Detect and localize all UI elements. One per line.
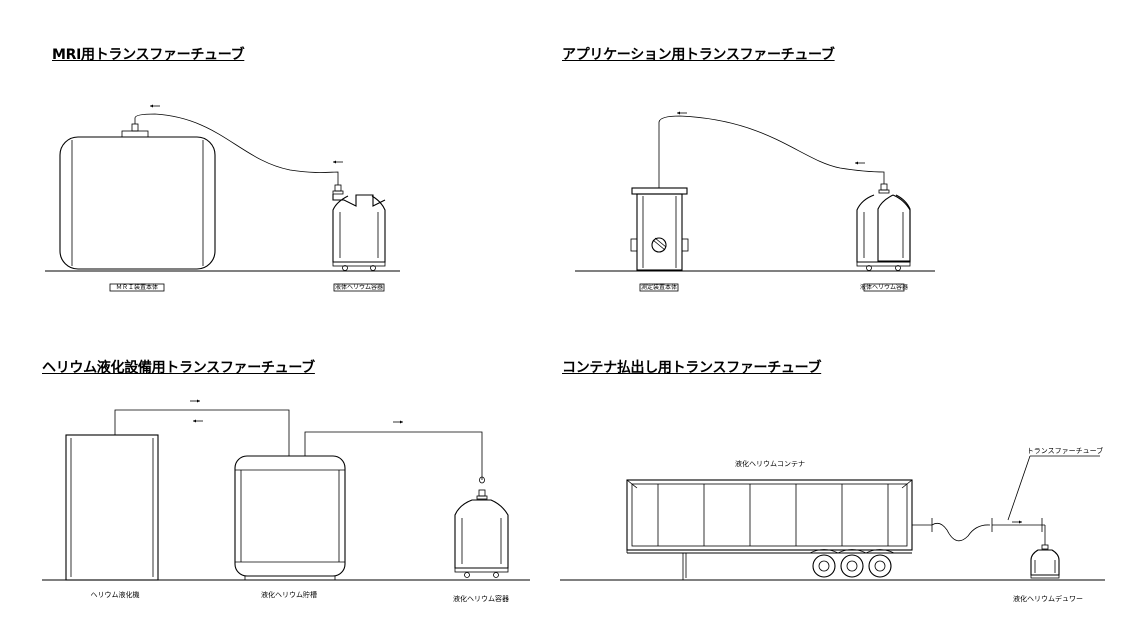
measurement-device — [630, 187, 689, 271]
title-container-transfer-tube: コンテナ払出し用トランスファーチューブ — [562, 360, 822, 376]
liquid-helium-dewar — [1030, 544, 1060, 579]
transfer-tube — [912, 518, 1046, 545]
liquid-helium-storage-tank — [234, 455, 346, 580]
label-storage-tank: 液化ヘリウム貯槽 — [261, 590, 317, 599]
helium-liquefier — [65, 434, 159, 581]
label-helium-liquefier: ヘリウム液化機 — [91, 590, 140, 599]
transfer-tube — [134, 113, 339, 185]
flow-arrow — [333, 160, 343, 164]
leader-line — [1007, 455, 1031, 521]
title-application-transfer-tube: アプリケーション用トランスファーチューブ — [562, 47, 835, 63]
panel-mri: ＭＲＩ装置本体 液体ヘリウム容器 — [45, 104, 400, 292]
flow-arrow — [1012, 520, 1022, 524]
liquid-helium-container — [454, 476, 509, 578]
label-helium-container: 液化ヘリウムコンテナ — [735, 459, 805, 468]
mri-top-port — [121, 130, 149, 138]
transfer-tube — [114, 409, 290, 456]
flow-arrow — [677, 111, 687, 115]
flow-arrow — [193, 419, 203, 423]
label-helium-dewar: 液体ヘリウム容器 — [860, 283, 908, 291]
helium-dewar — [332, 184, 386, 271]
label-transfer-tube: トランスファーチューブ — [1027, 446, 1103, 455]
transfer-tube — [304, 431, 483, 480]
label-box — [333, 283, 385, 292]
label-helium-dewar: 液化ヘリウムデュワー — [1013, 594, 1083, 603]
label-mri-device: ＭＲＩ装置本体 — [116, 283, 158, 291]
title-liquefier-transfer-tube: ヘリウム液化設備用トランスファーチューブ — [42, 360, 315, 376]
label-box — [109, 283, 165, 292]
label-box — [863, 283, 905, 292]
mri-port-neck — [131, 123, 139, 132]
flow-arrow — [393, 420, 403, 424]
mri-body — [59, 136, 216, 270]
panel-application: 測定装置本体 液体ヘリウム容器 — [575, 111, 935, 292]
label-box — [639, 283, 679, 292]
transfer-tube — [658, 115, 885, 188]
flow-arrow — [855, 161, 865, 165]
label-helium-dewar: 液体ヘリウム容器 — [335, 283, 383, 291]
label-helium-container: 液化ヘリウム容器 — [453, 594, 509, 603]
flow-arrow — [150, 104, 160, 108]
panel-container: 液化ヘリウムコンテナ トランスファーチューブ 液化ヘリウムデュワー — [560, 446, 1105, 603]
label-measurement-device: 測定装置本体 — [641, 283, 677, 291]
liquid-helium-container-trailer — [626, 479, 913, 580]
panel-liquefier: ヘリウム液化機 液化ヘリウム貯槽 液化ヘリウム容器 — [42, 399, 530, 603]
flow-arrow — [190, 399, 200, 403]
helium-dewar — [856, 183, 911, 271]
title-mri-transfer-tube: MRI用トランスファーチューブ — [52, 47, 245, 63]
